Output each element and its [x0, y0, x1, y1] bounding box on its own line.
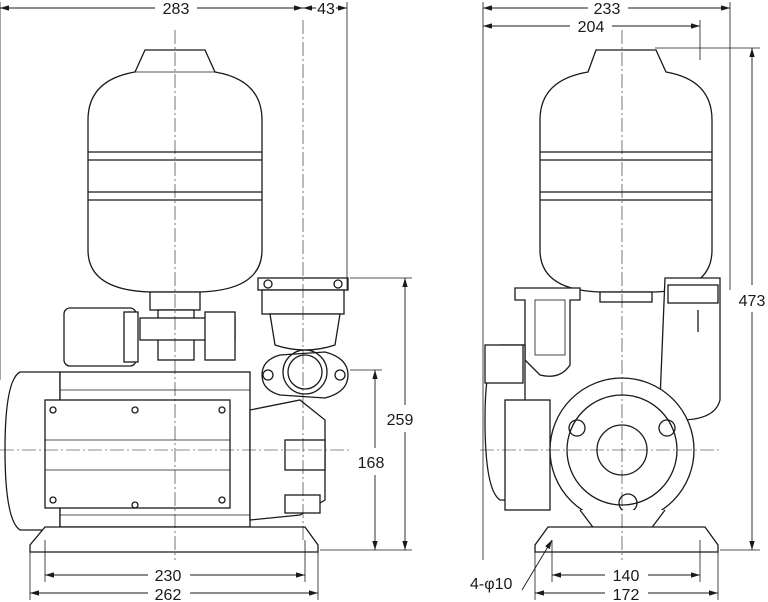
pressure-switch-front	[63, 307, 139, 367]
tank-neck-side	[599, 291, 653, 303]
base-side	[534, 526, 719, 553]
dim-base-hole-spacing: 230	[155, 568, 182, 585]
dim-side-hole-spacing: 140	[613, 568, 640, 585]
side-view	[480, 30, 721, 560]
dim-overall-height: 473	[739, 293, 766, 310]
dim-tank-depth: 204	[578, 19, 605, 36]
dim-base-depth: 172	[613, 587, 640, 602]
pump-housing-side	[484, 344, 551, 511]
dim-overall-depth: 233	[594, 1, 621, 18]
dim-outlet-offset: 43	[317, 1, 335, 18]
dim-mounting-holes: 4-φ10	[470, 576, 513, 593]
tank-neck-front	[139, 291, 236, 361]
dim-overall-width: 283	[163, 1, 190, 18]
dim-base-width: 262	[155, 587, 182, 602]
base-front	[29, 526, 319, 553]
dim-inlet-height: 168	[358, 455, 385, 472]
inlet-flange-front	[261, 349, 349, 399]
motor-front	[4, 371, 251, 531]
pressure-tank-side	[539, 49, 713, 293]
front-view	[0, 20, 350, 560]
outlet-pipe-side	[659, 277, 721, 421]
pump-body-front	[249, 399, 326, 521]
dim-outlet-height: 259	[387, 412, 414, 429]
